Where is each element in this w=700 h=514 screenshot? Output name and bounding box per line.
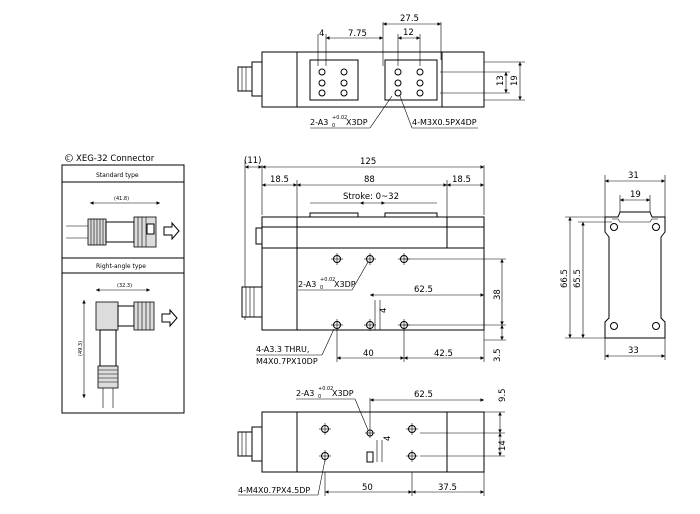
bottom-dim-62-5: 62.5: [414, 390, 433, 400]
front-body: [261, 216, 485, 331]
bottom-view: 62.5 9.5 14 4 50 37.5 2-A3 +0.02 0 X3DP …: [237, 386, 508, 496]
bottom-dim-14: 14: [498, 440, 508, 451]
svg-text:X3DP: X3DP: [332, 389, 354, 398]
side-dim-66-5: 66.5: [560, 269, 570, 288]
side-dim-65-5: 65.5: [573, 269, 583, 288]
right-angle-connector-drawing: (32.3) (49.3): [78, 283, 178, 408]
front-dim-3-5: 3.5: [493, 348, 503, 362]
svg-text:(41.8): (41.8): [114, 196, 129, 202]
svg-text:X3DP: X3DP: [334, 280, 356, 289]
top-callout-pin: 2-A3: [310, 118, 328, 127]
front-dim-42-5: 42.5: [434, 349, 453, 359]
svg-text:+0.02: +0.02: [320, 277, 335, 283]
front-callout-thru: 4-A3.3 THRU,: [256, 345, 309, 354]
side-dim-31: 31: [628, 171, 639, 181]
front-connector: [241, 286, 263, 318]
svg-text:X3DP: X3DP: [346, 118, 368, 127]
front-dim-88: 88: [364, 175, 375, 185]
svg-text:+0.02: +0.02: [332, 115, 347, 121]
svg-text:+0.02: +0.02: [318, 386, 333, 392]
bottom-dim-9-5: 9.5: [498, 388, 508, 402]
top-dim-19: 19: [510, 75, 520, 86]
front-view: (11) 125 18.5 88 18.5 Stroke: 0~32: [241, 156, 506, 366]
svg-text:0: 0: [320, 285, 323, 291]
front-dim-18-5-left: 18.5: [270, 175, 289, 185]
front-callout-thread: M4X0.7PX10DP: [256, 357, 318, 366]
bottom-callout-screw: 4-M4X0.7PX4.5DP: [238, 486, 310, 495]
bottom-dim-4: 4: [383, 436, 393, 441]
bottom-callout-pin: 2-A3: [296, 389, 314, 398]
svg-text:C: C: [67, 156, 71, 162]
top-callout-screw: 4-M3X0.5PX4DP: [412, 118, 477, 127]
top-view: 4 7.75 27.5 12 13 19 2-A3 +0.02 0 X3DP 4…: [237, 14, 525, 129]
side-dim-19: 19: [630, 190, 641, 200]
side-body: [604, 211, 666, 339]
top-left-holes: [318, 68, 348, 97]
top-body: [261, 51, 485, 108]
top-dim-12: 12: [403, 28, 414, 38]
front-dim-62-5: 62.5: [414, 285, 433, 295]
top-dim-4: 4: [319, 29, 324, 39]
bottom-dim-37-5: 37.5: [438, 483, 457, 493]
top-right-holes: [394, 68, 424, 97]
side-dim-33: 33: [628, 346, 639, 356]
front-dim-40: 40: [363, 349, 374, 359]
arrow-right-icon: [161, 308, 178, 328]
svg-text:0: 0: [318, 394, 321, 400]
standard-type-label: Standard type: [96, 172, 139, 179]
svg-text:0: 0: [332, 123, 335, 129]
bottom-body: [261, 411, 485, 473]
front-dim-4: 4: [379, 308, 389, 313]
front-dim-38: 38: [493, 289, 503, 300]
connector-title: XEG-32 Connector: [76, 154, 155, 164]
bottom-dim-50: 50: [362, 483, 373, 493]
front-dim-125: 125: [360, 157, 376, 167]
svg-text:(49.3): (49.3): [78, 341, 84, 356]
right-angle-type-label: Right-angle type: [96, 263, 146, 270]
connector-box: [61, 164, 185, 414]
front-stroke: Stroke: 0~32: [343, 192, 399, 202]
side-view: 31 19 66.5 65.5 33: [560, 171, 666, 360]
front-dim-18-5-right: 18.5: [452, 175, 471, 185]
connector-panel: C XEG-32 Connector Standard type Right-a…: [61, 154, 185, 414]
arrow-right-icon: [163, 221, 180, 241]
top-connector: [237, 66, 253, 92]
svg-text:(32.3): (32.3): [117, 283, 132, 289]
front-callout-pin: 2-A3: [298, 280, 316, 289]
standard-connector-drawing: (41.8): [66, 196, 180, 248]
top-dim-7-75: 7.75: [348, 29, 367, 39]
front-dim-11: (11): [244, 156, 261, 166]
top-dim-13: 13: [496, 75, 506, 86]
top-dim-27-5: 27.5: [400, 14, 419, 24]
copyright-icon: [65, 154, 73, 162]
